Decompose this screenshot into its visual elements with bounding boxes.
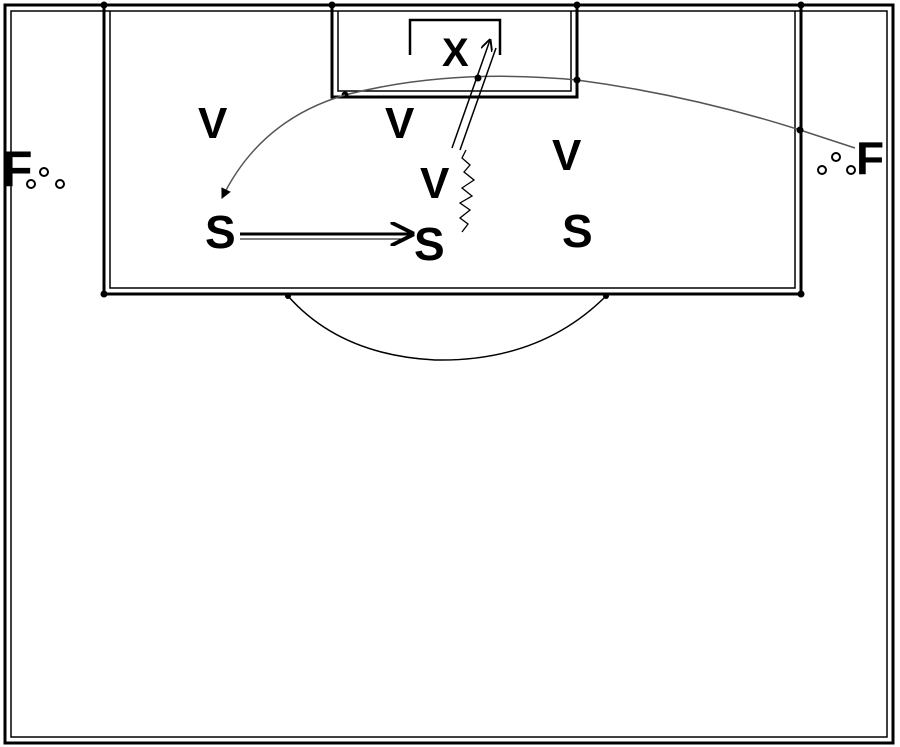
cone-icon	[55, 179, 65, 189]
cone-icon	[831, 152, 841, 162]
arc-dot-right	[603, 293, 609, 299]
shot-line	[451, 40, 490, 149]
defender-label: V	[198, 99, 228, 148]
defender-label: V	[385, 99, 415, 148]
cone-icon-group-right	[817, 152, 856, 175]
goalkeeper-box	[408, 18, 502, 55]
feeder-label-right: F	[856, 132, 884, 184]
cross-dot	[796, 126, 804, 134]
goalkeeper-label: X	[442, 31, 469, 75]
cone-icon-group-left	[26, 167, 65, 189]
goal-area	[328, 1, 581, 99]
feeder-label-left: F	[2, 141, 33, 197]
striker-label: S	[414, 218, 445, 270]
arc-dot-left	[285, 293, 291, 299]
penalty-area	[100, 1, 805, 298]
cone-icon	[39, 167, 49, 177]
penalty-arc	[287, 295, 607, 361]
cone-icon	[846, 165, 856, 175]
defender-label: V	[420, 159, 450, 208]
striker-label: S	[205, 206, 236, 258]
cross-dot	[573, 76, 581, 84]
defender-label: V	[552, 131, 582, 180]
cone-icon	[26, 179, 36, 189]
cross-pass-line	[344, 75, 856, 149]
cone-icon	[817, 165, 827, 175]
field-outline	[3, 3, 895, 745]
dribble-path	[458, 149, 476, 233]
cross-to-striker-arrow	[221, 94, 346, 199]
striker-label: S	[562, 205, 593, 257]
